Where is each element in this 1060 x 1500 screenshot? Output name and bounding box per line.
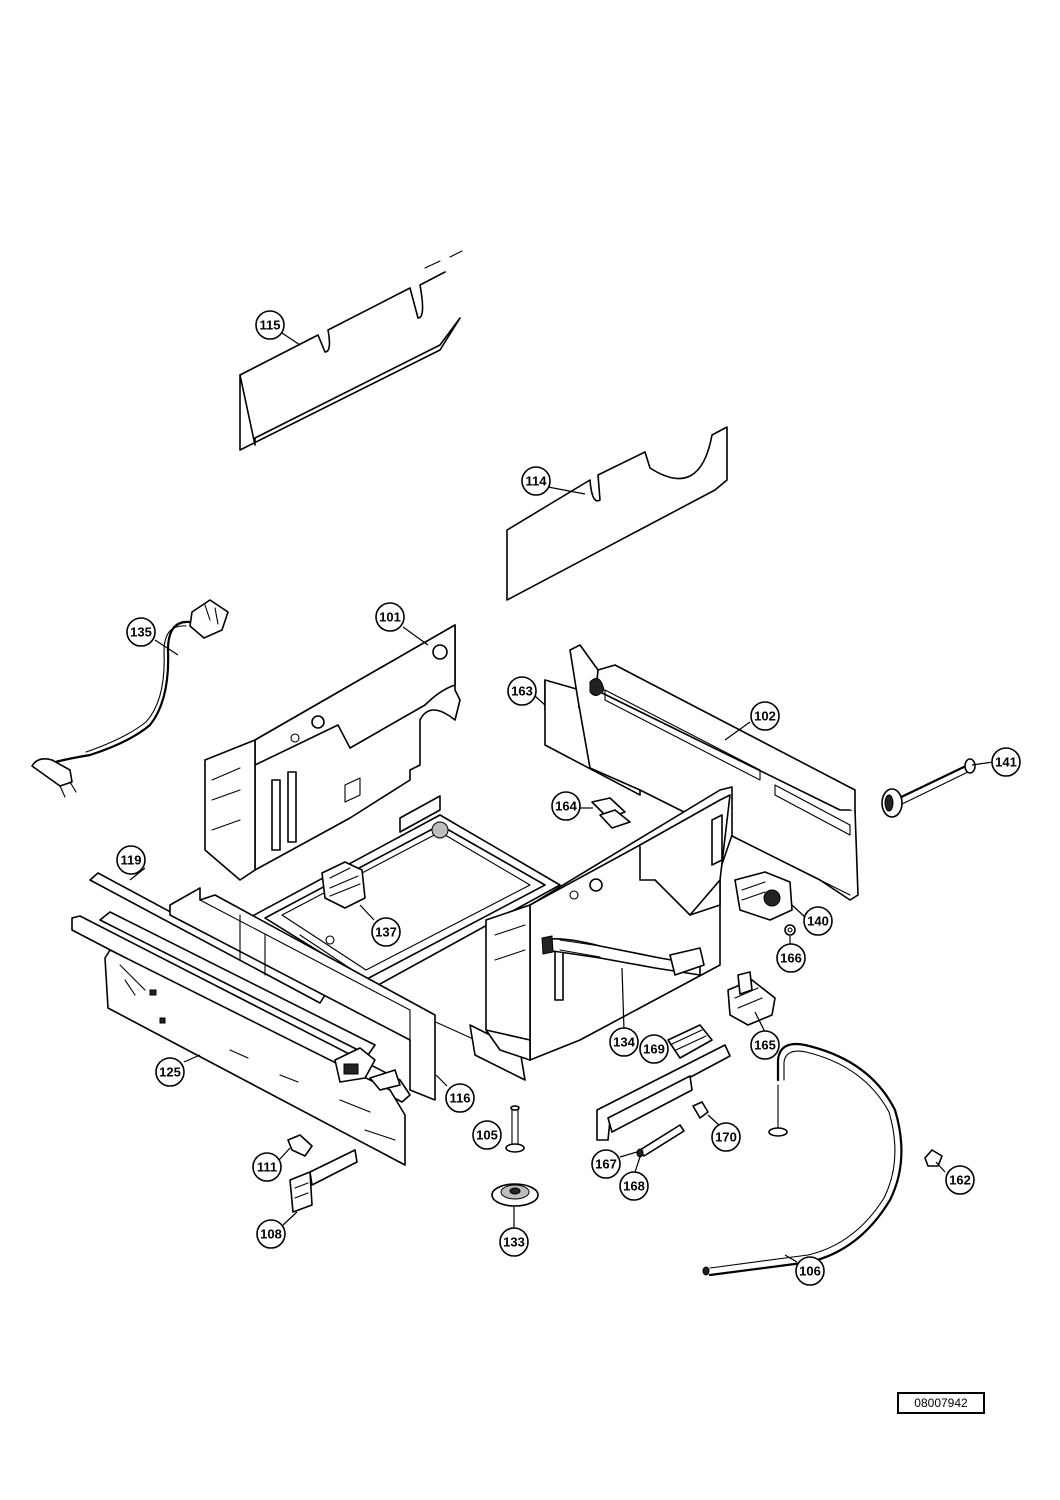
part-115-panel	[239, 250, 463, 451]
callout-137: 137	[371, 917, 401, 947]
callout-108-label: 108	[260, 1227, 282, 1242]
callout-125-label: 125	[159, 1065, 181, 1080]
part-140-drain-pump	[734, 871, 793, 921]
callout-166-label: 166	[780, 951, 802, 966]
callout-164: 164	[551, 791, 581, 821]
part-164-bracket	[591, 797, 631, 829]
part-108-hinge	[289, 1149, 358, 1213]
part-135-power-cord	[31, 599, 229, 798]
callout-106-label: 106	[799, 1264, 821, 1279]
callout-169-label: 169	[643, 1042, 665, 1057]
callout-119: 119	[116, 845, 146, 875]
callout-111: 111	[252, 1152, 282, 1182]
callout-134-label: 134	[613, 1035, 635, 1050]
callout-133-label: 133	[503, 1235, 525, 1250]
part-125-plinth	[71, 911, 411, 1166]
part-141-hose-connector	[881, 758, 976, 818]
part-170-valve	[692, 1101, 709, 1119]
callout-102-label: 102	[754, 709, 776, 724]
callout-135: 135	[126, 617, 156, 647]
callout-119-label: 119	[121, 853, 142, 868]
callout-101: 101	[375, 602, 405, 632]
callout-106: 106	[795, 1256, 825, 1286]
callout-115-label: 115	[260, 318, 281, 333]
callout-114: 114	[521, 466, 551, 496]
callout-165: 165	[750, 1030, 780, 1060]
callout-125: 125	[155, 1057, 185, 1087]
callout-166: 166	[776, 943, 806, 973]
callout-108: 108	[256, 1219, 286, 1249]
callout-165-label: 165	[754, 1038, 776, 1053]
callout-111-label: 111	[257, 1160, 277, 1175]
reference-code: 08007942	[897, 1392, 985, 1414]
callout-141: 141	[991, 747, 1021, 777]
callout-163-label: 163	[511, 684, 533, 699]
callout-133: 133	[499, 1227, 529, 1257]
part-114-panel	[506, 426, 728, 601]
callout-116-label: 116	[450, 1091, 471, 1106]
callout-170-label: 170	[715, 1130, 737, 1145]
part-168-rod	[636, 1124, 685, 1158]
part-111-clip	[287, 1134, 313, 1157]
part-base-frame	[244, 814, 561, 1081]
callout-101-label: 101	[379, 610, 401, 625]
callout-137-label: 137	[375, 925, 397, 940]
callout-163: 163	[507, 676, 537, 706]
callout-167-label: 167	[595, 1157, 617, 1172]
callout-102: 102	[750, 701, 780, 731]
callout-167: 167	[591, 1149, 621, 1179]
part-165-hinge	[727, 971, 776, 1026]
part-134-internal-hose	[541, 935, 705, 976]
callout-140: 140	[803, 906, 833, 936]
callout-164-label: 164	[555, 799, 577, 814]
part-167-slide-rail	[596, 1024, 731, 1141]
callout-170: 170	[711, 1122, 741, 1152]
callout-135-label: 135	[130, 625, 152, 640]
part-106-drain-hose	[702, 1042, 903, 1277]
callout-105: 105	[472, 1120, 502, 1150]
part-right-frame	[485, 786, 733, 1061]
callout-105-label: 105	[476, 1128, 498, 1143]
callout-168: 168	[619, 1171, 649, 1201]
callout-169: 169	[639, 1034, 669, 1064]
callout-115: 115	[255, 310, 285, 340]
part-105-foot	[505, 1105, 525, 1153]
callout-134: 134	[609, 1027, 639, 1057]
callout-114-label: 114	[526, 474, 548, 489]
leader-lines	[129, 332, 994, 1263]
callout-116: 116	[445, 1083, 475, 1113]
callout-141-label: 141	[995, 755, 1017, 770]
part-162-clamp	[924, 1149, 943, 1167]
part-166-washer	[784, 924, 796, 936]
callout-168-label: 168	[623, 1179, 645, 1194]
callout-140-label: 140	[807, 914, 829, 929]
callout-162: 162	[945, 1165, 975, 1195]
part-116-strip	[169, 887, 436, 1101]
part-137-pump	[321, 861, 366, 909]
part-101-left-frame	[204, 624, 461, 881]
part-133-round-base	[491, 1183, 539, 1207]
callout-162-label: 162	[949, 1173, 971, 1188]
